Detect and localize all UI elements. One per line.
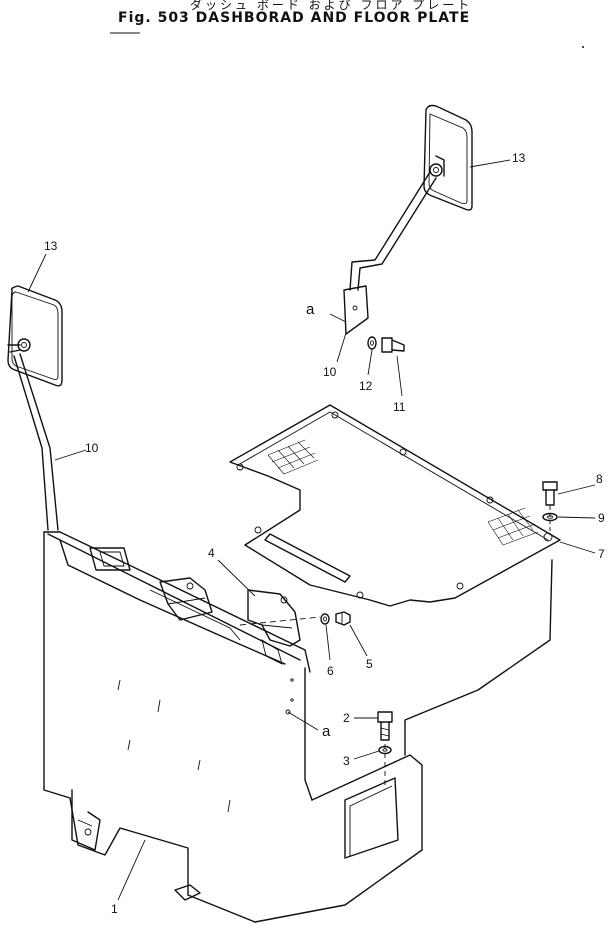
right-mirror [423, 104, 473, 211]
right-mirror-stay [329, 171, 437, 335]
callout-10-left: 10 [85, 441, 99, 455]
figure-title: Fig. 503 DASHBORAD AND FLOOR PLATE [118, 10, 471, 26]
callout-4: 4 [208, 546, 215, 560]
left-mirror [7, 285, 63, 387]
bolt-2 [377, 711, 393, 741]
callout-7: 7 [598, 547, 605, 561]
callout-8: 8 [596, 472, 603, 486]
figure-title-japanese: ダッシュ ボード および フロア プレート [190, 0, 473, 12]
callout-11: 11 [393, 400, 406, 414]
dashboard-panel [43, 531, 553, 923]
callout-13-right: 13 [512, 151, 526, 165]
bolt-8 [542, 481, 558, 506]
callout-5: 5 [366, 657, 373, 671]
callout-12: 12 [359, 379, 373, 393]
washer-12 [367, 336, 377, 350]
callout-2: 2 [343, 711, 350, 725]
bolt-5 [335, 611, 351, 626]
washer-3 [378, 744, 392, 790]
bolt-11 [381, 337, 405, 353]
callout-6: 6 [327, 664, 334, 678]
washer-9 [542, 506, 558, 535]
bracket-parts [159, 577, 321, 647]
left-mirror-stay [13, 353, 59, 531]
reference-a-bottom: a [322, 723, 331, 740]
stray-dot [582, 46, 584, 48]
callout-13-left: 13 [44, 239, 58, 253]
reference-a-top: a [306, 301, 315, 318]
callout-10-right: 10 [323, 365, 337, 379]
floor-plate [229, 404, 561, 607]
leader-lines [27, 159, 596, 901]
callout-1: 1 [111, 902, 118, 916]
callout-9: 9 [598, 511, 605, 525]
washer-6 [320, 613, 330, 625]
callout-3: 3 [343, 754, 350, 768]
